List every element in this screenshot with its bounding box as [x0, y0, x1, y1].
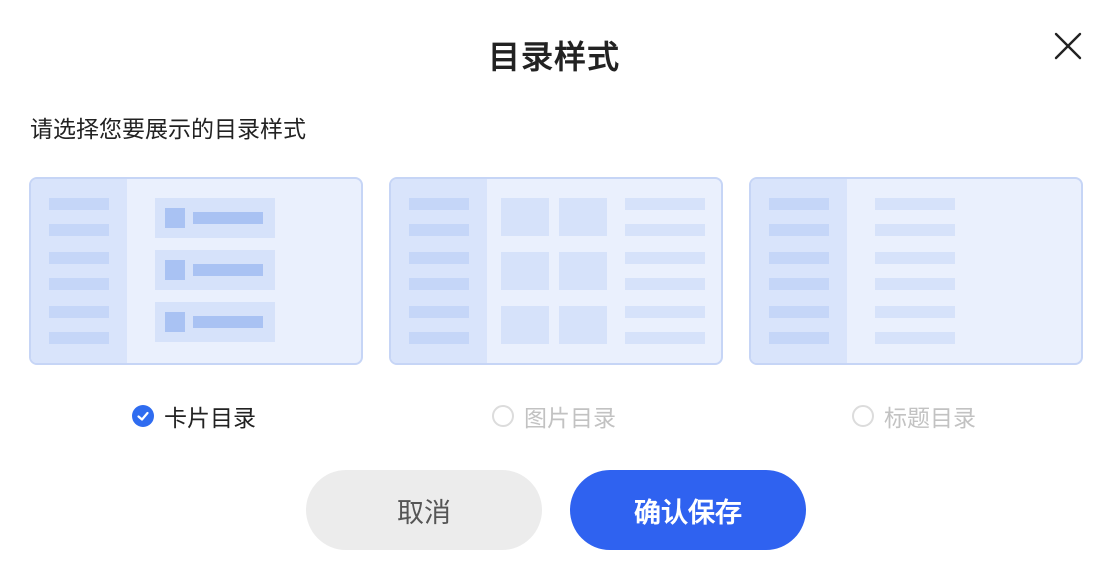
option-title-catalog[interactable]: 标题目录: [852, 398, 976, 434]
close-icon: [1054, 32, 1082, 60]
preview-card-item: [155, 302, 275, 342]
radio-unchecked[interactable]: [852, 405, 874, 427]
radio-checked[interactable]: [132, 405, 154, 427]
cancel-button[interactable]: 取消: [306, 470, 542, 550]
preview-image-block: [559, 252, 607, 290]
preview-image-block: [559, 306, 607, 344]
dialog-subtitle: 请选择您要展示的目录样式: [30, 116, 306, 142]
card-catalog-preview[interactable]: [29, 177, 363, 365]
preview-sidebar: [751, 179, 847, 363]
image-catalog-preview[interactable]: [389, 177, 723, 365]
preview-sidebar: [31, 179, 127, 363]
option-card-catalog[interactable]: 卡片目录: [132, 398, 256, 434]
close-button[interactable]: [1052, 30, 1084, 62]
option-label: 卡片目录: [164, 405, 256, 431]
title-catalog-preview[interactable]: [749, 177, 1083, 365]
option-label: 标题目录: [884, 405, 976, 431]
preview-image-block: [501, 306, 549, 344]
option-image-catalog[interactable]: 图片目录: [492, 398, 616, 434]
preview-image-block: [559, 198, 607, 236]
confirm-save-button[interactable]: 确认保存: [570, 470, 806, 550]
dialog-title: 目录样式: [487, 39, 620, 75]
radio-unchecked[interactable]: [492, 405, 514, 427]
preview-image-block: [501, 252, 549, 290]
preview-image-block: [501, 198, 549, 236]
check-icon: [137, 411, 149, 421]
preview-card-item: [155, 198, 275, 238]
preview-sidebar: [391, 179, 487, 363]
preview-card-item: [155, 250, 275, 290]
option-label: 图片目录: [524, 405, 616, 431]
